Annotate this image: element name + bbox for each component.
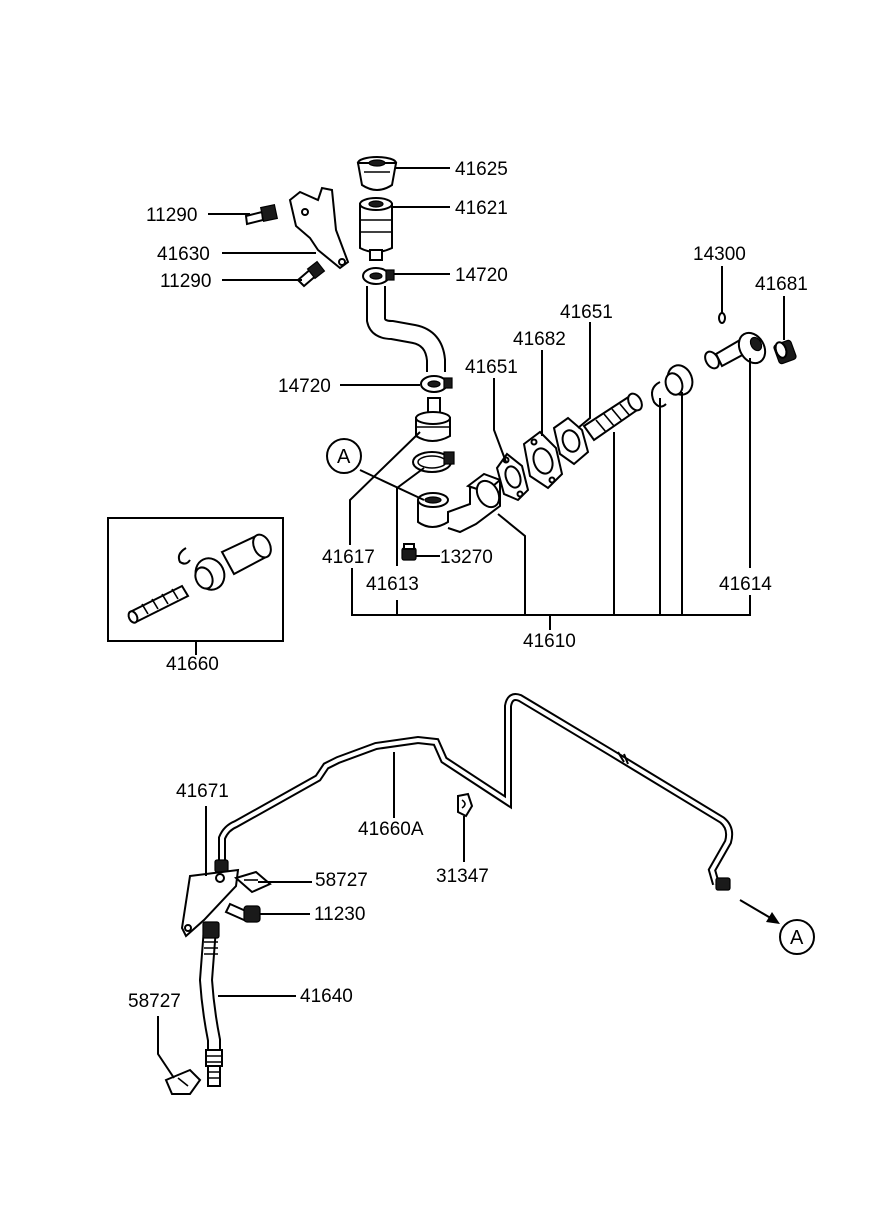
flange-41682 xyxy=(522,430,564,490)
gasket-41651-front xyxy=(495,452,530,502)
label-14300: 14300 xyxy=(693,244,746,265)
label-41617: 41617 xyxy=(322,547,375,568)
reservoir-body xyxy=(359,197,393,261)
ref-a-arrow xyxy=(739,899,775,921)
leader-41651-rear xyxy=(577,322,591,429)
clip-58727-upper xyxy=(233,870,272,894)
label-41640: 41640 xyxy=(300,986,353,1007)
hose-clamp-lower xyxy=(420,375,453,393)
label-41614: 41614 xyxy=(719,574,772,595)
label-41625: 41625 xyxy=(455,159,508,180)
label-14720-lower: 14720 xyxy=(278,376,331,397)
cotter-pin-14300 xyxy=(718,296,726,324)
bolt-11290-upper xyxy=(244,203,279,226)
ref-a-bottom-label: A xyxy=(790,927,804,949)
leader-ref-a xyxy=(359,469,425,501)
label-41651-rear: 41651 xyxy=(560,302,613,323)
label-41671: 41671 xyxy=(176,781,229,802)
reservoir-bracket xyxy=(288,186,350,270)
tube-clip-31347 xyxy=(457,792,474,818)
leader-41613 xyxy=(396,467,425,566)
label-13270: 13270 xyxy=(440,547,493,568)
reservoir-cap xyxy=(356,156,398,191)
clamp-ring xyxy=(412,451,455,473)
hose-clamp-upper xyxy=(362,267,395,285)
bolt-11290-lower xyxy=(296,260,326,288)
label-41621: 41621 xyxy=(455,198,508,219)
snap-ring xyxy=(651,381,667,408)
ref-a-top-circle xyxy=(326,438,362,474)
label-58727-upper: 58727 xyxy=(315,870,368,891)
label-41613: 41613 xyxy=(366,574,419,595)
label-31347: 31347 xyxy=(436,866,489,887)
master-cylinder-body xyxy=(417,472,502,534)
label-11290-upper: 11290 xyxy=(146,205,197,226)
leader-41617 xyxy=(349,431,421,545)
leader-41651-front xyxy=(493,378,507,463)
label-41660A: 41660A xyxy=(358,819,424,840)
label-41610: 41610 xyxy=(523,631,576,652)
piston-rod xyxy=(582,392,643,442)
label-41651-front: 41651 xyxy=(465,357,518,378)
clip-58727-lower xyxy=(164,1068,202,1095)
label-11230: 11230 xyxy=(314,904,365,925)
label-14720-upper: 14720 xyxy=(455,265,508,286)
label-11290-lower: 11290 xyxy=(160,271,211,292)
label-41682: 41682 xyxy=(513,329,566,350)
label-58727-lower: 58727 xyxy=(128,991,181,1012)
label-41630: 41630 xyxy=(157,244,210,265)
reservoir-hose xyxy=(366,286,446,372)
inlet-fitting xyxy=(415,397,451,442)
inset-repair-kit xyxy=(127,533,272,624)
clevis xyxy=(704,331,767,370)
bleeder-screw xyxy=(401,543,417,561)
ref-a-arrowhead xyxy=(766,912,780,924)
ref-a-top-label: A xyxy=(337,446,351,468)
hose-bracket-41671 xyxy=(180,868,240,938)
bolt-11230 xyxy=(224,902,261,923)
gasket-41651-rear xyxy=(552,416,590,466)
clutch-tube xyxy=(214,693,734,891)
clutch-hose xyxy=(198,921,223,1087)
bushing-41681 xyxy=(773,339,797,365)
leader-58727-lower xyxy=(157,1016,175,1079)
boot xyxy=(664,364,694,396)
label-41660: 41660 xyxy=(166,654,219,675)
label-41681: 41681 xyxy=(755,274,808,295)
ref-a-bottom-circle xyxy=(779,919,815,955)
